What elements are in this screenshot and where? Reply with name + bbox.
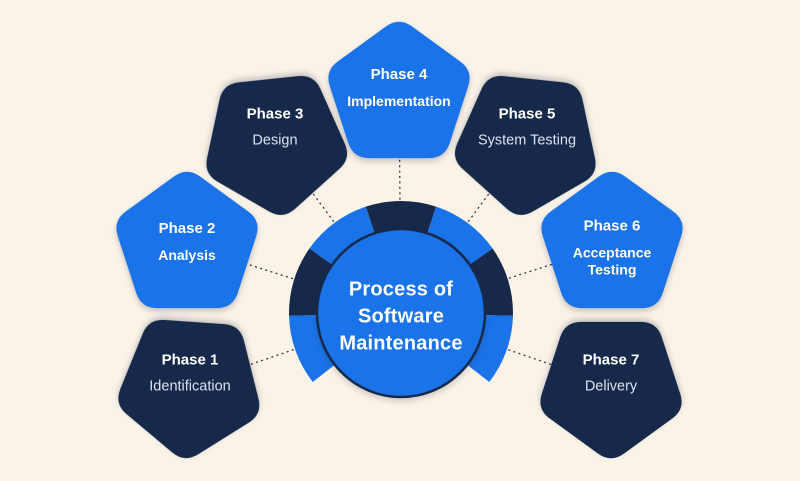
- ring-segment-1: [289, 315, 335, 382]
- ring-segment-2: [288, 248, 333, 316]
- ring-segment-3: [309, 206, 375, 265]
- phase-2-title: Phase 2: [158, 219, 216, 237]
- phase-4-title: Phase 4: [370, 65, 428, 83]
- phase-4-name: Implementation: [347, 93, 451, 110]
- phase-4-label: Phase 4 Implementation: [337, 66, 461, 110]
- phase-7-title: Phase 7: [582, 351, 640, 369]
- phase-6-title: Phase 6: [583, 217, 641, 235]
- phase-2-name: Analysis: [158, 247, 216, 264]
- phase-3-name: Design: [252, 132, 298, 149]
- ring-segment-5: [427, 206, 493, 265]
- phase-6-label: Phase 6 Acceptance Testing: [550, 217, 674, 278]
- diagram-title: Process of Software Maintenance: [339, 278, 463, 355]
- phase-1-label: Phase 1 Identification: [128, 352, 252, 397]
- phase-5-label: Phase 5 System Testing: [465, 106, 589, 151]
- phase-6-name: Acceptance Testing: [572, 244, 652, 278]
- center-circle: [315, 227, 487, 399]
- phase-3-label: Phase 3 Design: [213, 106, 337, 151]
- phase-5-title: Phase 5: [498, 105, 556, 123]
- phase-7-label: Phase 7 Delivery: [549, 352, 673, 397]
- phase-7-name: Delivery: [584, 378, 638, 395]
- phase-3-title: Phase 3: [246, 105, 304, 123]
- ring-segment-6: [469, 248, 514, 316]
- phase-1-name: Identification: [149, 378, 231, 395]
- ring-segment-4: [365, 201, 437, 234]
- phase-1-title: Phase 1: [161, 351, 219, 369]
- phase-2-label: Phase 2 Analysis: [125, 220, 249, 264]
- ring-segment-7: [467, 315, 513, 382]
- phase-5-name: System Testing: [477, 132, 577, 149]
- progress-ring: [288, 201, 514, 382]
